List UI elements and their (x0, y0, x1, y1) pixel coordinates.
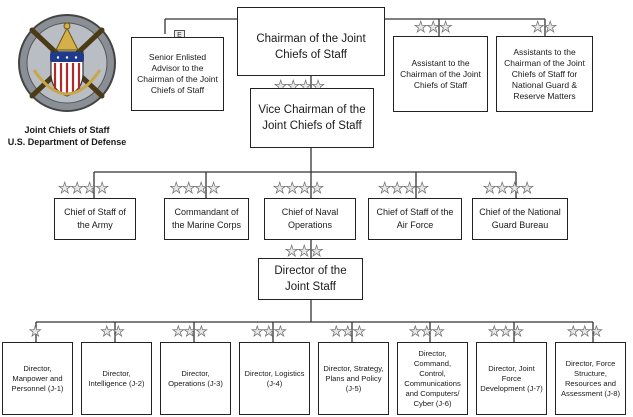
j-director-box: Director, Intelligence (J-2) (81, 342, 152, 415)
j-director-label: Director, Intelligence (J-2) (88, 368, 145, 388)
assistant-label: Assistant to the Chairman of the Joint C… (400, 57, 481, 90)
j-director-box: Director, Joint Force Development (J-7) (476, 342, 547, 415)
assistant-box: Assistant to the Chairman of the Joint C… (393, 36, 488, 112)
chief-stars: ★★★★ (58, 179, 109, 197)
director-stars: ★★★ (330, 324, 366, 340)
chief-stars: ★★★★ (378, 179, 429, 197)
service-chief-label: Chief of Staff of the Air Force (376, 207, 454, 230)
service-chief-box: Chief of Staff of the Army (54, 198, 136, 240)
service-chief-label: Commandant of the Marine Corps (171, 207, 242, 230)
chief-stars: ★★★★ (483, 179, 534, 197)
j-director-label: Director, Command, Control, Communicatio… (404, 348, 461, 408)
agency-name: Joint Chiefs of Staff (24, 125, 110, 135)
j-director-box: Director, Strategy, Plans and Policy (J-… (318, 342, 389, 415)
j-director-label: Director, Joint Force Development (J-7) (480, 363, 543, 393)
chairman-label: Chairman of the Joint Chiefs of Staff (256, 32, 366, 61)
vice-chairman-label: Vice Chairman of the Joint Chiefs of Sta… (258, 104, 366, 132)
j-director-label: Director, Strategy, Plans and Policy (J-… (323, 363, 384, 393)
assistants-ngrm-box: Assistants to the Chairman of the Joint … (496, 36, 593, 112)
director-stars: ★★ (100, 324, 125, 340)
director-joint-staff-box: Director of the Joint Staff (258, 258, 363, 300)
service-chief-label: Chief of Staff of the Army (64, 207, 126, 230)
j-director-label: Director, Logistics (J-4) (244, 368, 305, 388)
chief-stars: ★★★★ (273, 179, 324, 197)
chief-stars: ★★★★ (169, 179, 220, 197)
service-chief-box: Chief of Staff of the Air Force (368, 198, 462, 240)
vice-chairman-box: Vice Chairman of the Joint Chiefs of Sta… (250, 88, 374, 148)
j-director-box: Director, Force Structure, Resources and… (555, 342, 626, 415)
j-director-box: Director, Manpower and Personnel (J-1) (2, 342, 73, 415)
senior-enlisted-advisor-box: Senior Enlisted Advisor to the Chairman … (131, 37, 224, 111)
director-joint-staff-stars: ★★★ (285, 242, 324, 260)
chairman-box: Chairman of the Joint Chiefs of Staff (237, 7, 385, 76)
assistants-ngrm-label: Assistants to the Chairman of the Joint … (504, 46, 585, 101)
jcs-seal-logo (18, 14, 116, 112)
director-stars: ★★★ (567, 324, 603, 340)
director-stars: ★ (29, 324, 42, 340)
j-director-box: Director, Command, Control, Communicatio… (397, 342, 468, 415)
j-director-box: Director, Operations (J-3) (160, 342, 231, 415)
j-director-label: Director, Force Structure, Resources and… (560, 358, 621, 398)
service-chief-label: Chief of Naval Operations (281, 207, 339, 230)
j-director-label: Director, Manpower and Personnel (J-1) (11, 363, 64, 393)
service-chief-label: Chief of the National Guard Bureau (479, 207, 561, 230)
senior-enlisted-advisor-label: Senior Enlisted Advisor to the Chairman … (137, 52, 218, 95)
j-director-box: Director, Logistics (J-4) (239, 342, 310, 415)
director-stars: ★★★ (251, 324, 287, 340)
j-director-label: Director, Operations (J-3) (168, 368, 223, 388)
director-joint-staff-label: Director of the Joint Staff (274, 265, 347, 293)
assistant-stars: ★★★ (414, 18, 453, 36)
assistants-ngrm-stars: ★★ (531, 18, 558, 36)
service-chief-box: Chief of the National Guard Bureau (472, 198, 568, 240)
department-name: U.S. Department of Defense (7, 137, 127, 147)
director-stars: ★★★ (488, 324, 524, 340)
director-stars: ★★★ (409, 324, 445, 340)
service-chief-box: Chief of Naval Operations (264, 198, 356, 240)
service-chief-box: Commandant of the Marine Corps (164, 198, 249, 240)
director-stars: ★★★ (172, 324, 208, 340)
